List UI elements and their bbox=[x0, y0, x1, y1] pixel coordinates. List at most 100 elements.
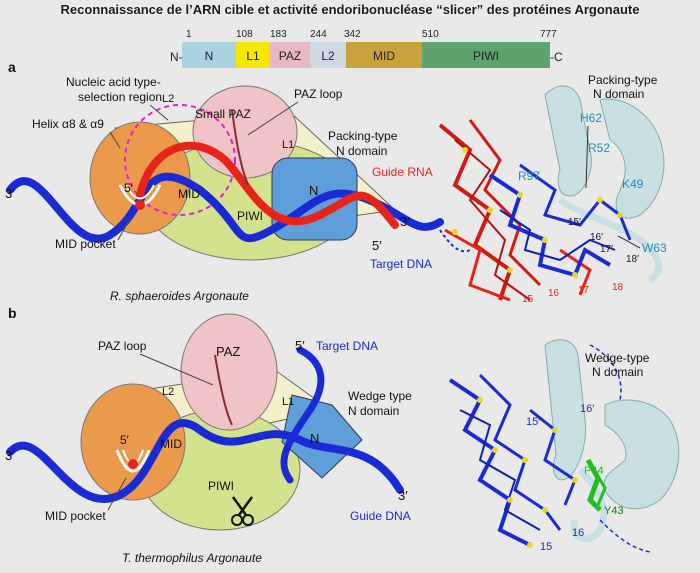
three-prime-right-b: 3′ bbox=[398, 488, 408, 503]
nucleotide-15-a: 15 bbox=[522, 294, 534, 305]
five-prime-label-b: 5′ bbox=[120, 433, 130, 447]
paz-loop-a bbox=[231, 109, 249, 186]
position-244: 244 bbox=[310, 29, 327, 40]
structure-header-b: Wedge-type bbox=[585, 351, 650, 365]
nucleotide-16p-b: 16′ bbox=[580, 403, 594, 415]
packing-n-label2-a: N domain bbox=[336, 144, 387, 158]
packing-n-label-a: Packing-type bbox=[328, 129, 398, 143]
position-183: 183 bbox=[270, 29, 287, 40]
phosphate-dot-b bbox=[128, 459, 138, 469]
nucleotide-16-a: 16 bbox=[548, 288, 560, 299]
dna-backbone-b1 bbox=[448, 378, 531, 547]
structure-header2-a: N domain bbox=[593, 87, 644, 101]
paz-label-b: PAZ bbox=[216, 344, 240, 359]
wedge-n-label2-b: N domain bbox=[348, 404, 399, 418]
target-dna-label-a: Target DNA bbox=[370, 257, 432, 271]
mid-domain-b bbox=[80, 383, 186, 501]
nucleotide-18p-a: 18′ bbox=[626, 254, 639, 265]
position-510: 510 bbox=[422, 29, 439, 40]
phosphate-dot-a bbox=[135, 200, 145, 210]
residue-r52: R52 bbox=[588, 141, 610, 155]
mid-pocket-shape-b bbox=[115, 449, 151, 473]
three-prime-left-b: 3′ bbox=[5, 448, 15, 463]
segment-paz-label: PAZ bbox=[279, 49, 301, 63]
segment-n-label: N bbox=[205, 49, 214, 63]
domain-bar: N- -C N L1 PAZ L2 MID PIWI 1 108 183 244… bbox=[170, 29, 563, 68]
guide-dna-strand-b bbox=[6, 419, 404, 503]
figure-title: Reconnaissance de l’ARN cible et activit… bbox=[60, 2, 640, 17]
guide-rna-label-a: Guide RNA bbox=[372, 165, 433, 179]
three-prime-left-a: 3′ bbox=[5, 186, 15, 201]
segment-l1 bbox=[236, 42, 270, 68]
bar-c-terminus: -C bbox=[550, 50, 563, 64]
position-777: 777 bbox=[540, 29, 557, 40]
caption-a: R. sphaeroides Argonaute bbox=[110, 289, 249, 303]
helix-ribbon-b1 bbox=[544, 339, 587, 481]
three-prime-right-a: 3′ bbox=[400, 214, 410, 229]
selection-region-label-a: Nucleic acid type- bbox=[66, 75, 161, 89]
five-prime-top-b: 5′ bbox=[295, 338, 305, 353]
segment-l1-label: L1 bbox=[246, 49, 260, 63]
residue-h62: H62 bbox=[580, 111, 602, 125]
small-paz-label-a: Small PAZ bbox=[195, 107, 251, 121]
piwi-label-a: PIWI bbox=[237, 209, 263, 223]
nucleotide-17-a: 17 bbox=[578, 285, 590, 296]
l1-label-a: L1 bbox=[282, 139, 294, 151]
five-prime-label-a: 5′ bbox=[124, 181, 134, 195]
beta-sheet-b bbox=[603, 399, 680, 510]
guide-dna-label-b: Guide DNA bbox=[350, 509, 411, 523]
selection-region-circle-a bbox=[124, 104, 236, 216]
selection-region-label2-a: selection region bbox=[78, 90, 162, 104]
residue-p44: P44 bbox=[584, 465, 604, 477]
paz-loop-label-b: PAZ loop bbox=[98, 339, 147, 353]
mid-label-b: MID bbox=[160, 437, 182, 451]
segment-mid bbox=[346, 42, 422, 68]
bar-n-terminus: N- bbox=[170, 50, 183, 64]
mid-label-a: MID bbox=[178, 187, 200, 201]
panel-b-letter: b bbox=[8, 305, 17, 321]
nucleotide-17p-a: 17′ bbox=[600, 244, 613, 255]
panel-b-schematic: b MID 5′ L2 L1 PAZ N PIWI PAZ loop 5′ Ta… bbox=[5, 305, 412, 565]
segment-paz bbox=[270, 42, 310, 68]
dna-backbone-a1 bbox=[488, 173, 612, 278]
l1-label-b: L1 bbox=[282, 396, 294, 408]
nucleotide-16p-a: 16′ bbox=[590, 232, 603, 243]
segment-n bbox=[182, 42, 236, 68]
scissors-icon bbox=[231, 496, 254, 526]
position-108: 108 bbox=[236, 29, 253, 40]
segment-piwi bbox=[422, 42, 550, 68]
segment-mid-label: MID bbox=[373, 49, 395, 63]
helix-ribbon-a2 bbox=[599, 98, 665, 219]
paz-domain-b bbox=[180, 313, 278, 431]
residue-y43: Y43 bbox=[604, 505, 624, 517]
panel-b-structure: Wedge-type N domain 16′ 15′ P44 Y43 15 1… bbox=[448, 339, 680, 553]
paz-loop-label-a: PAZ loop bbox=[294, 87, 343, 101]
rna-backbone-a1 bbox=[438, 123, 513, 301]
wedge-n-label-b: Wedge type bbox=[348, 389, 412, 403]
mid-pocket-label-a: MID pocket bbox=[55, 237, 116, 251]
nucleotide-18-a: 18 bbox=[612, 282, 624, 293]
panel-a-schematic: a MID 5′ L2 L1 Small PAZ N PIWI Nucleic … bbox=[5, 59, 444, 303]
panel-a-structure: Packing-type N domain H62 R52 R97 K49 W6… bbox=[438, 73, 667, 305]
l2-label-b: L2 bbox=[162, 386, 174, 398]
segment-l2-label: L2 bbox=[321, 49, 335, 63]
target-dna-strand-b bbox=[280, 346, 325, 484]
helix-ribbon-a1 bbox=[544, 85, 592, 197]
l2-label-a: L2 bbox=[162, 93, 174, 105]
nucleotide-15p-a: 15′ bbox=[568, 217, 581, 228]
piwi-label-b: PIWI bbox=[208, 479, 234, 493]
residue-r97: R97 bbox=[518, 169, 540, 183]
structure-header2-b: N domain bbox=[592, 365, 643, 379]
guide-rna-strand-a bbox=[136, 141, 399, 229]
structure-header-a: Packing-type bbox=[588, 73, 658, 87]
nucleotide-15-b: 15 bbox=[540, 541, 552, 553]
target-dna-label-b: Target DNA bbox=[316, 339, 378, 353]
residue-k49: K49 bbox=[622, 177, 644, 191]
n-label-a: N bbox=[309, 183, 318, 198]
residue-stick-p44 bbox=[585, 458, 602, 512]
caption-b: T. thermophilus Argonaute bbox=[122, 551, 262, 565]
paz-loop-b bbox=[214, 354, 233, 426]
segment-piwi-label: PIWI bbox=[473, 49, 499, 63]
segment-l2 bbox=[310, 42, 346, 68]
